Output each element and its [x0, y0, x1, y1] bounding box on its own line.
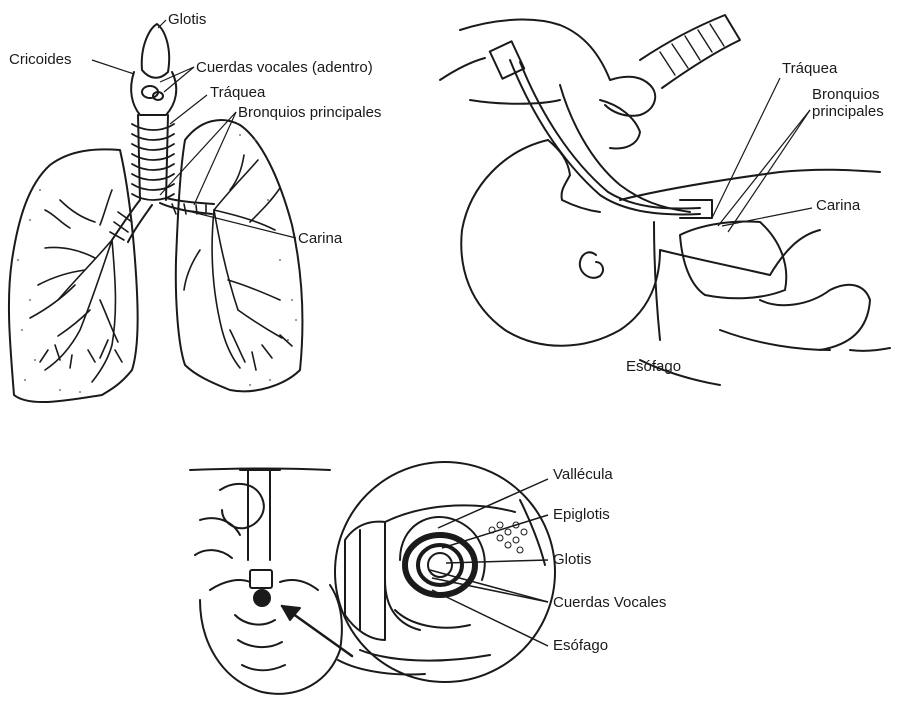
- label-vallecula: Vallécula: [553, 466, 613, 483]
- label-main-bronchi: Bronquios principales: [238, 104, 381, 121]
- patient-head-inverted: [200, 585, 342, 694]
- label-laryngoscope-vocal-cords: Cuerdas Vocales: [553, 594, 666, 611]
- label-laryngoscope-glottis: Glotis: [553, 551, 591, 568]
- label-trachea: Tráquea: [210, 84, 265, 101]
- label-infant-trachea: Tráquea: [782, 60, 837, 77]
- label-infant-carina: Carina: [816, 197, 860, 214]
- magnified-view-circle: [335, 462, 555, 682]
- laryngoscope-shaft: [248, 470, 270, 560]
- mucosa-texture: [489, 522, 527, 553]
- label-infant-main-bronchi: Bronquios principales: [812, 86, 908, 120]
- label-cricoid: Cricoides: [9, 51, 72, 68]
- label-vocal-cords: Cuerdas vocales (adentro): [196, 59, 373, 76]
- label-laryngoscope-esophagus: Esófago: [553, 637, 608, 654]
- label-carina: Carina: [298, 230, 342, 247]
- label-epiglottis: Epiglotis: [553, 506, 610, 523]
- label-infant-esophagus: Esófago: [626, 358, 681, 375]
- label-glottis: Glotis: [168, 11, 206, 28]
